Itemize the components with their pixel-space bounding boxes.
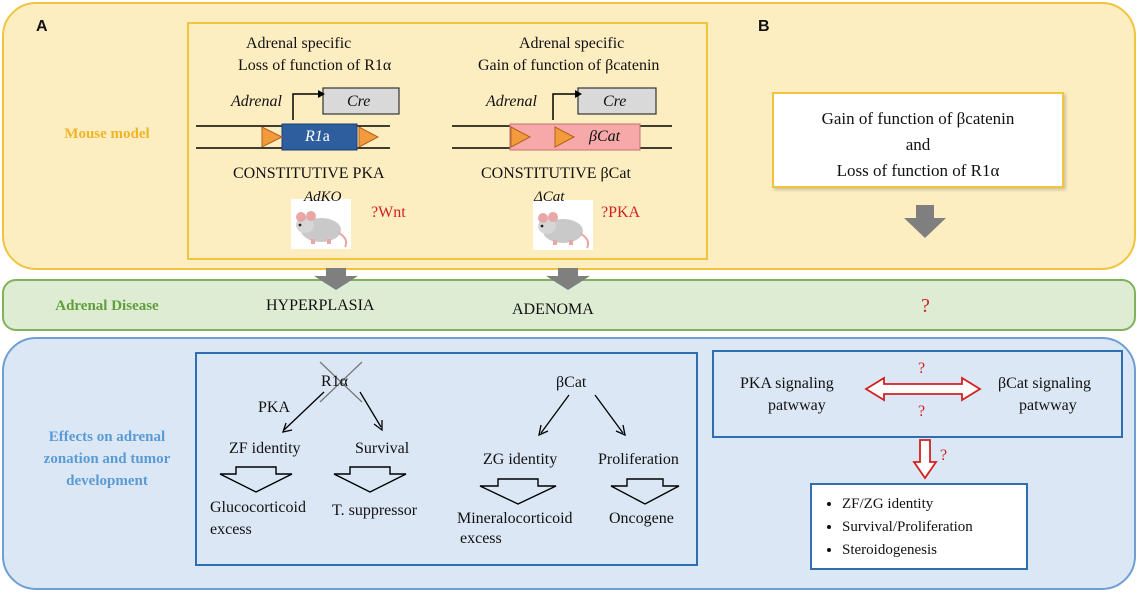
bcat-strain-label: ΔCat <box>534 189 565 205</box>
panel-label-a: A <box>36 18 48 35</box>
r1a-promoter-label: Adrenal <box>231 93 282 110</box>
bcat-model-title-line2: Gain of function of βcatenin <box>478 57 660 74</box>
r1a-node-label: R1α <box>321 373 349 390</box>
panel-b-combined-model-box <box>772 92 1064 188</box>
survival-label: Survival <box>355 440 410 457</box>
r1a-constitutive-label: CONSTITUTIVE PKA <box>233 165 385 182</box>
list-item: Survival/Proliferation <box>842 516 973 539</box>
signaling-question-top: ? <box>918 360 926 377</box>
zg-identity-label: ZG identity <box>483 451 558 468</box>
pka-pathway-line2: patwway <box>768 397 826 414</box>
bcat-gene-label: βCat <box>589 128 621 145</box>
signaling-question-down: ? <box>940 447 948 464</box>
bcat-query-label: ?PKA <box>601 204 641 221</box>
panel-b-outcomes-box: ZF/ZG identity Survival/Proliferation St… <box>810 483 1028 570</box>
bcat-pathway-line1: βCat signaling <box>998 375 1092 392</box>
pka-label: PKA <box>258 399 291 416</box>
row-label-effects-line2: zonation and tumor <box>43 451 171 467</box>
bcat-cre-label: Cre <box>603 93 627 110</box>
panel-label-b: B <box>758 18 770 35</box>
row-label-effects-line3: development <box>66 473 148 489</box>
r1a-strain-label: AdKO <box>304 189 342 205</box>
proliferation-label: Proliferation <box>598 451 679 468</box>
combined-model-line1: Gain of function of βcatenin <box>821 109 1015 128</box>
r1a-query-label: ?Wnt <box>371 204 406 221</box>
list-item: ZF/ZG identity <box>842 493 973 516</box>
list-item: Steroidogenesis <box>842 539 973 562</box>
combined-model-line3: Loss of function of R1α <box>836 161 1000 180</box>
disease-combined-unknown: ? <box>921 295 930 317</box>
oncogene-label: Oncogene <box>609 510 674 527</box>
glucocorticoid-label: Glucocorticoid <box>210 499 306 516</box>
bcat-model-title-line1: Adrenal specific <box>519 35 625 52</box>
r1a-model-title-line1: Adrenal specific <box>246 35 352 52</box>
r1a-cre-label: Cre <box>347 93 371 110</box>
panel-a-effects-box <box>195 352 698 566</box>
r1a-model-title-line2: Loss of function of R1α <box>238 57 392 74</box>
row-label-adrenal-disease: Adrenal Disease <box>55 298 159 314</box>
bcat-node-label: βCat <box>556 374 587 391</box>
zf-identity-label: ZF identity <box>229 440 301 457</box>
mineralocorticoid-label: Mineralocorticoid <box>457 510 573 527</box>
disease-adenoma: ADENOMA <box>512 301 594 318</box>
bcat-constitutive-label: CONSTITUTIVE βCat <box>481 165 631 182</box>
combined-model-line2: and <box>905 135 931 154</box>
disease-hyperplasia: HYPERPLASIA <box>266 297 375 314</box>
r1a-gene-label: R1a <box>305 128 330 145</box>
row-label-effects-line1: Effects on adrenal <box>48 429 166 445</box>
tumor-suppressor-label: T. suppressor <box>332 502 418 519</box>
bcat-pathway-line2: patwway <box>1019 397 1077 414</box>
mineralocorticoid-excess-label: excess <box>460 530 502 547</box>
bcat-promoter-label: Adrenal <box>486 93 537 110</box>
glucocorticoid-excess-label: excess <box>210 521 252 538</box>
row-label-mouse-model: Mouse model <box>64 126 150 142</box>
signaling-question-bottom: ? <box>918 403 926 420</box>
pka-pathway-line1: PKA signaling <box>740 375 834 392</box>
outcomes-list: ZF/ZG identity Survival/Proliferation St… <box>812 493 973 562</box>
